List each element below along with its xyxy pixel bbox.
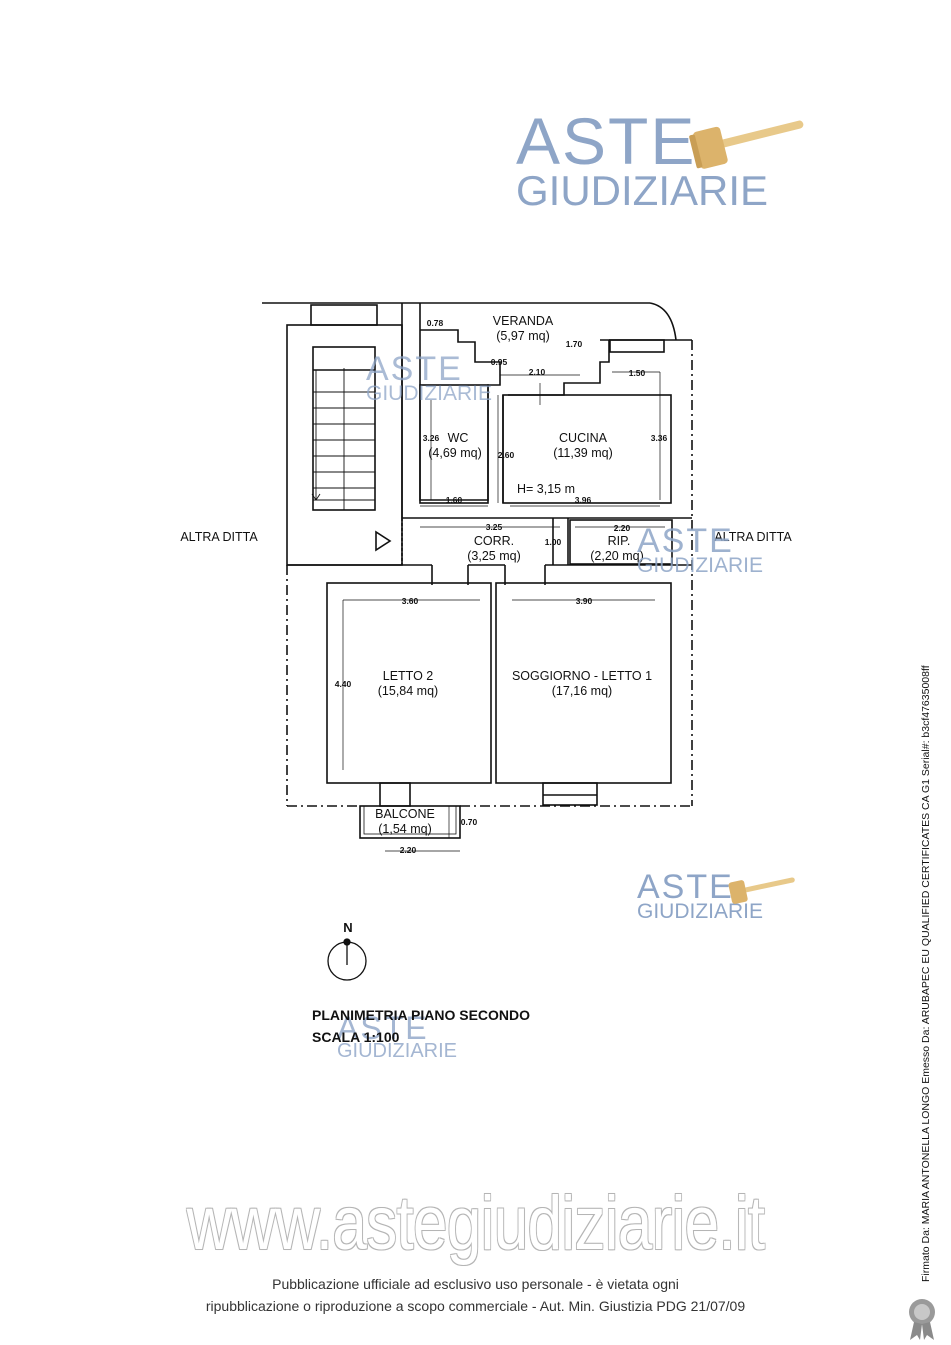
neighbor-left-label: ALTRA DITTA: [180, 530, 258, 544]
watermark-small-1-line2: GIUDIZIARIE: [366, 382, 493, 405]
dim-100: 1.00: [545, 537, 562, 547]
room-corr-name: CORR.: [474, 534, 514, 548]
dim-095: 0.95: [491, 357, 508, 367]
soggiorno-room: [495, 582, 672, 784]
room-balcone-name: BALCONE: [375, 807, 435, 821]
room-wc-name: WC: [448, 431, 469, 445]
watermark-small-2-line2: GIUDIZIARIE: [637, 554, 764, 577]
dim-325: 3.25: [486, 522, 503, 532]
door-letto2: [379, 782, 411, 807]
room-soggiorno-name: SOGGIORNO - LETTO 1: [512, 669, 652, 683]
watermark-logo-small-2: ASTE GIUDIZIARIE: [637, 524, 763, 576]
watermark-brand-line1: ASTE: [516, 104, 697, 178]
room-soggiorno-area: (17,16 mq): [552, 684, 612, 698]
room-letto2-area: (15,84 mq): [378, 684, 438, 698]
watermark-logo-top: ASTE GIUDIZIARIE: [516, 108, 768, 212]
dim-078: 0.78: [427, 318, 444, 328]
room-cucina-area: (11,39 mq): [553, 446, 613, 460]
watermark-logo-small-1: ASTE GIUDIZIARIE: [366, 352, 492, 404]
wc-room: [419, 384, 489, 504]
footer-line2: ripubblicazione o riproduzione a scopo c…: [205, 1298, 746, 1314]
veranda-wall: [419, 303, 501, 501]
watermark-logo-small-3: ASTE GIUDIZIARIE: [637, 870, 763, 922]
seal-icon: [909, 1299, 935, 1340]
letto2-room: [326, 582, 492, 784]
gavel-icon-small: [728, 877, 795, 904]
digital-signature: Firmato Da: MARIA ANTONELLA LONGO Emesso…: [920, 665, 932, 1282]
dim-220b: 2.20: [400, 845, 417, 855]
room-wc-area: (4,69 mq): [428, 446, 482, 460]
dim-336: 3.36: [651, 433, 668, 443]
dim-440: 4.40: [335, 679, 352, 689]
watermark-small-3-line2: GIUDIZIARIE: [637, 900, 764, 923]
room-rip-name: RIP.: [608, 534, 631, 548]
footer-line1: Pubblicazione ufficiale ad esclusivo uso…: [272, 1276, 679, 1292]
dim-360: 3.60: [402, 596, 419, 606]
room-veranda-name: VERANDA: [493, 314, 554, 328]
height-label: H= 3,15 m: [517, 482, 575, 496]
kitchen-window: [609, 339, 665, 353]
dim-260: 2.60: [498, 450, 515, 460]
room-cucina-name: CUCINA: [559, 431, 608, 445]
watermark-logo-small-4: ASTE GIUDIZIARIE: [337, 1012, 457, 1061]
watermark-small-4-line1: ASTE: [337, 1010, 429, 1046]
gavel-icon: [689, 120, 804, 169]
room-rip-area: (2,20 mq): [590, 549, 644, 563]
entrance-arrow-icon: [375, 530, 392, 552]
dim-390: 3.90: [576, 596, 593, 606]
window-soggiorno: [542, 782, 598, 806]
watermark-small-3-line1: ASTE: [637, 868, 734, 906]
room-letto2-name: LETTO 2: [383, 669, 434, 683]
neighbor-right-label: ALTRA DITTA: [714, 530, 792, 544]
dim-150: 1.50: [629, 368, 646, 378]
watermark-brand-line2: GIUDIZIARIE: [516, 167, 769, 214]
dim-160: 1.60: [446, 495, 463, 505]
north-label: N: [343, 920, 352, 935]
dim-170: 1.70: [566, 339, 583, 349]
drawing-scale: SCALA 1:100: [312, 1029, 400, 1045]
rip-room: [569, 519, 673, 565]
dim-070: 0.70: [461, 817, 478, 827]
room-balcone-area: (1,54 mq): [378, 822, 432, 836]
dim-396: 3.96: [575, 495, 592, 505]
watermark-small-4-line2: GIUDIZIARIE: [337, 1040, 458, 1062]
dim-220a: 2.20: [614, 523, 631, 533]
dim-326: 3.26: [423, 433, 440, 443]
stair-window: [310, 304, 378, 326]
veranda-curve: [649, 302, 677, 341]
dim-210: 2.10: [529, 367, 546, 377]
watermark-small-2-line1: ASTE: [637, 522, 734, 560]
watermark-small-1-line1: ASTE: [366, 350, 463, 388]
site-watermark: www.astegiudiziarie.it: [186, 1181, 766, 1266]
room-corr-area: (3,25 mq): [467, 549, 521, 563]
north-arrow-icon: [327, 938, 367, 981]
drawing-title: PLANIMETRIA PIANO SECONDO: [312, 1007, 531, 1023]
veranda-wall-right: [508, 339, 610, 396]
room-veranda-area: (5,97 mq): [496, 329, 550, 343]
